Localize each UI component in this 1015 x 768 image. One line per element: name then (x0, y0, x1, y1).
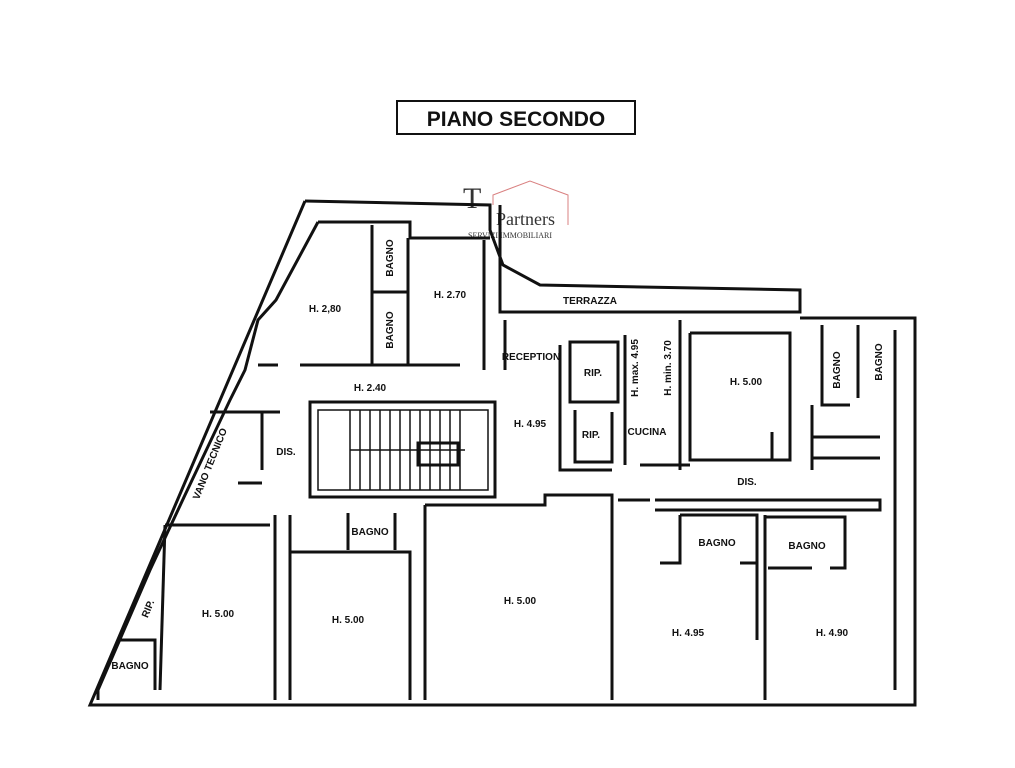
label-height: H. 2,80 (309, 304, 342, 315)
plan-title: PIANO SECONDO (427, 108, 606, 131)
label-height: H. 2.70 (434, 290, 467, 301)
label-height: H. 4.90 (816, 628, 849, 639)
label-hmax: H. max. 4.95 (630, 339, 641, 397)
label-cucina: CUCINA (628, 427, 667, 438)
logo-subtitle: SERVIZI IMMOBILIARI (468, 231, 552, 240)
room-labels: BAGNO BAGNO H. 2,80 H. 2.70 TERRAZZA REC… (111, 239, 885, 672)
label-bagno: BAGNO (874, 343, 885, 380)
label-height: H. 5.00 (202, 609, 235, 620)
label-bagno: BAGNO (832, 351, 843, 388)
title-box: PIANO SECONDO (396, 100, 636, 135)
label-reception: RECEPTION (502, 352, 560, 363)
label-rip: RIP. (584, 368, 602, 379)
label-terrazza: TERRAZZA (563, 296, 617, 307)
label-height: H. 5.00 (332, 615, 365, 626)
label-dis: DIS. (276, 447, 296, 458)
label-rip: RIP. (140, 598, 157, 619)
label-bagno: BAGNO (698, 538, 735, 549)
logo-letter: T (463, 182, 481, 215)
label-bagno: BAGNO (385, 311, 396, 348)
label-bagno: BAGNO (351, 527, 388, 538)
label-height: H. 5.00 (504, 596, 537, 607)
label-hmin: H. min. 3.70 (663, 340, 674, 396)
label-height: H. 2.40 (354, 383, 387, 394)
label-bagno: BAGNO (111, 661, 148, 672)
watermark-logo: T Partners SERVIZI IMMOBILIARI (463, 180, 569, 240)
label-bagno: BAGNO (385, 239, 396, 276)
label-height: H. 4.95 (672, 628, 705, 639)
label-height: H. 5.00 (730, 377, 763, 388)
label-height: H. 4.95 (514, 419, 547, 430)
walls (87, 199, 917, 707)
logo-name: Partners (496, 209, 555, 229)
label-bagno: BAGNO (788, 541, 825, 552)
label-rip: RIP. (582, 430, 600, 441)
label-dis: DIS. (737, 477, 757, 488)
